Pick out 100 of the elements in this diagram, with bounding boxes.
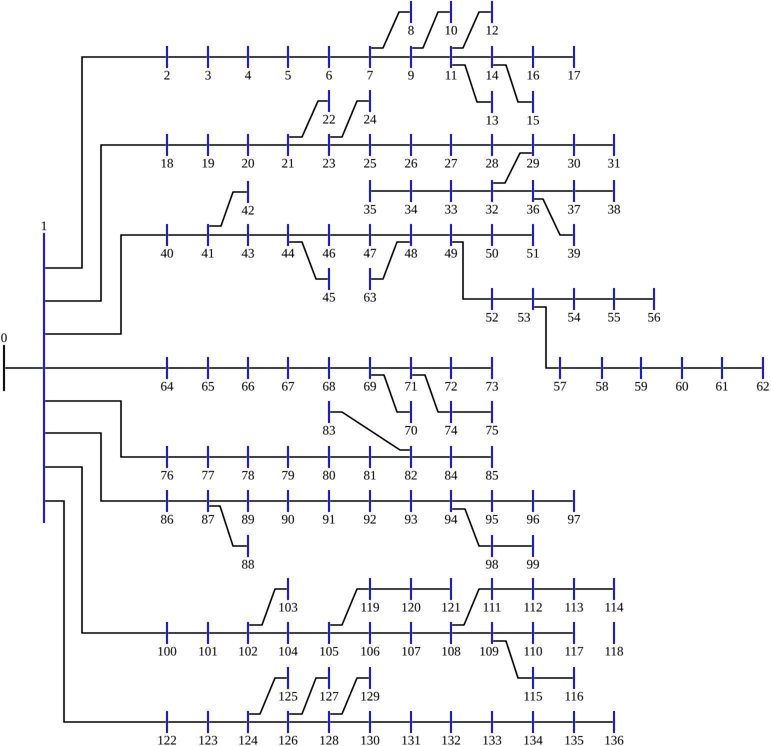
feeder-line [615, 298, 653, 300]
bus-bar: 40 [160, 224, 173, 258]
bus-bar: 10 [446, 1, 457, 35]
bus-bar: 132 [442, 711, 460, 745]
bus-bar: 38 [608, 180, 620, 214]
node-label: 127 [320, 692, 338, 700]
feeder-line [209, 500, 247, 502]
feeder-line [452, 367, 491, 369]
node-label: 46 [322, 248, 336, 258]
feeder-line [493, 152, 532, 184]
node-label: 121 [442, 602, 460, 612]
node-label: 70 [405, 426, 418, 435]
bus-bar: 66 [242, 357, 254, 391]
node-label: 76 [161, 470, 174, 480]
feeder-line [45, 367, 166, 369]
bus-bar: 72 [445, 357, 457, 390]
bus-bar: 131 [402, 711, 420, 745]
bus-bar: 105 [320, 622, 338, 656]
feeder-line [561, 367, 601, 369]
bus-bar: 127 [320, 667, 338, 700]
node-label: 120 [402, 602, 420, 612]
bus-bar: 13 [486, 91, 498, 125]
node-label: 9 [408, 70, 414, 80]
feeder-line [371, 241, 410, 280]
node-label: 33 [445, 204, 457, 214]
bus-bar: 103 [279, 578, 298, 612]
bus-bar: 83 [323, 401, 335, 435]
bus-bar: 104 [279, 622, 298, 656]
node-label: 58 [596, 382, 608, 391]
bus-bar: 101 [199, 622, 217, 656]
node-label: 57 [554, 382, 566, 391]
node-label: 68 [323, 382, 336, 391]
feeder-line [493, 56, 532, 58]
feeder-line [575, 721, 613, 723]
feeder-line [209, 234, 247, 236]
bus-bar: 106 [361, 622, 380, 656]
feeder-line [209, 367, 247, 369]
feeder-line [371, 456, 410, 458]
bus-bar: 133 [483, 711, 502, 745]
bus-bar: 12 [486, 1, 498, 34]
node-label: 74 [445, 426, 458, 434]
bus-bar: 32 [486, 180, 498, 214]
node-label: 50 [486, 248, 498, 258]
bus-bar: 68 [323, 357, 335, 391]
feeder-line [493, 588, 532, 590]
feeder-line [452, 64, 491, 103]
node-label: 5 [286, 70, 291, 80]
feeder-line [534, 588, 573, 590]
node-label: 122 [158, 736, 176, 744]
bus-bar: 39 [568, 224, 580, 258]
bus-bar: 15 [528, 91, 539, 125]
feeder-line [534, 198, 573, 236]
bus-bar: 122 [158, 711, 176, 744]
node-label: 133 [483, 736, 502, 745]
node-label: 44 [282, 248, 294, 258]
feeder-line [452, 456, 491, 458]
feeder-line [534, 298, 573, 300]
bus-bar: 75 [486, 401, 498, 435]
node-label: 25 [364, 158, 376, 168]
node-label: 53 [518, 312, 530, 322]
bus-bar: 56 [648, 288, 660, 322]
node-label: 4 [245, 70, 252, 80]
bus-bar: 63 [364, 268, 376, 302]
node-label: 11 [446, 70, 456, 80]
node-label: 98 [486, 560, 498, 569]
bus-bar: 7 [368, 46, 373, 80]
bus-bar: 51 [527, 224, 539, 258]
feeder-line [412, 588, 450, 590]
bus-bar: 118 [606, 622, 624, 656]
node-label: 124 [239, 736, 258, 744]
node-label: 117 [566, 646, 584, 656]
node-label: 128 [320, 736, 338, 745]
bus-bar: 62 [757, 357, 769, 391]
bus-bar: 2 [164, 46, 170, 80]
feeder-line [575, 144, 613, 146]
bus-bar: 50 [486, 224, 498, 258]
bus-bar: 116 [566, 667, 584, 701]
bus-bar: 14 [486, 46, 498, 80]
node-label: 59 [635, 382, 647, 391]
node-label: 43 [242, 248, 254, 258]
feeder-line [209, 505, 247, 547]
node-label: 0 [1, 333, 7, 342]
feeder-line [493, 64, 532, 103]
bus-bar: 18 [162, 134, 173, 168]
node-label: 7 [368, 70, 373, 80]
feeder-line [330, 367, 369, 369]
feeder-line [289, 234, 328, 236]
feeder-line [249, 721, 287, 723]
node-label: 61 [716, 382, 728, 391]
bus-bar: 49 [444, 224, 457, 258]
feeder-line [371, 374, 410, 413]
feeder-line [330, 234, 369, 236]
node-label: 83 [323, 426, 335, 435]
node-label: 132 [442, 736, 460, 745]
node-label: 79 [282, 470, 294, 480]
feeder-line [493, 500, 532, 502]
bus-bar: 129 [361, 667, 380, 701]
bus-bar: 124 [239, 711, 258, 744]
feeder-line [209, 191, 247, 227]
node-label: 60 [676, 382, 688, 391]
